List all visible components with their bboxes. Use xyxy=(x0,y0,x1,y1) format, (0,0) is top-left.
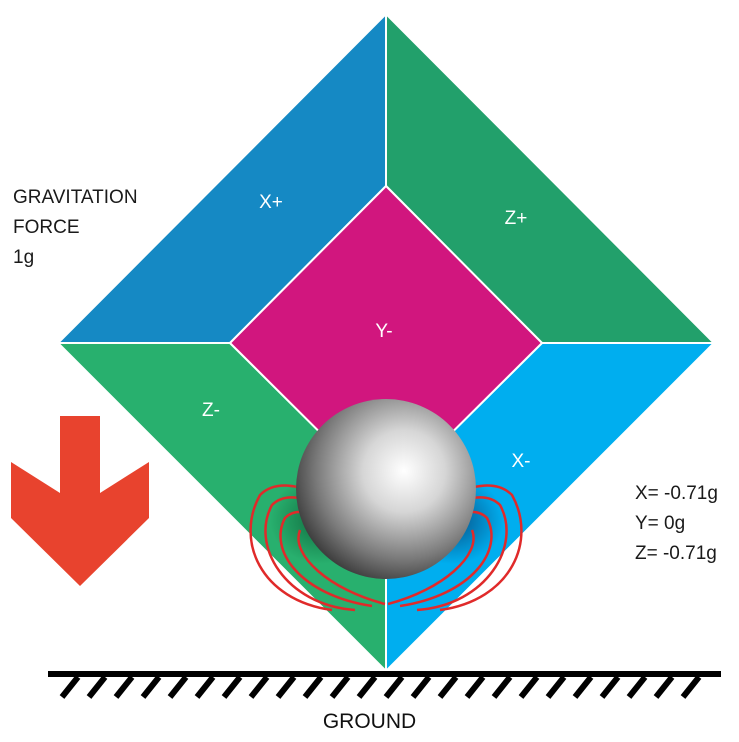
face-label-z-plus: Z+ xyxy=(505,208,528,229)
ground-hatch-mark xyxy=(302,675,324,699)
face-label-x-minus: X- xyxy=(512,451,531,472)
ground-hatch-mark xyxy=(383,675,405,699)
ground-hatch-mark xyxy=(248,675,270,699)
ground-hatch-mark xyxy=(464,675,486,699)
ground-hatch-mark xyxy=(221,675,243,699)
ground-hatch-mark xyxy=(410,675,432,699)
ground-hatch-mark xyxy=(167,675,189,699)
ground-hatch-mark xyxy=(275,675,297,699)
face-label-z-minus: Z- xyxy=(202,400,220,421)
ground-hatch-mark xyxy=(356,675,378,699)
ground-label: GROUND xyxy=(322,710,417,733)
ground-hatch-mark xyxy=(545,675,567,699)
gravitation-force-label: GRAVITATION FORCE 1g xyxy=(13,183,138,273)
ground-hatch-mark xyxy=(653,675,675,699)
ground-hatch-mark xyxy=(329,675,351,699)
ground-hatch-mark xyxy=(140,675,162,699)
gravitation-line-2: FORCE xyxy=(13,217,80,238)
reading-z: Z= -0.71g xyxy=(635,543,717,564)
down-arrow-icon xyxy=(11,416,149,586)
ground-hatch-mark xyxy=(113,675,135,699)
ground-hatch-mark xyxy=(491,675,513,699)
ground-hatch-mark xyxy=(194,675,216,699)
ground-hatch-mark xyxy=(572,675,594,699)
ground-hatch-mark xyxy=(437,675,459,699)
ground-hatch-mark xyxy=(680,675,702,699)
gravitation-line-3: 1g xyxy=(13,247,35,268)
acceleration-readings: X= -0.71g Y= 0g Z= -0.71g xyxy=(635,479,718,569)
ground-hatch-mark xyxy=(599,675,621,699)
ground-hatch-mark xyxy=(518,675,540,699)
reading-x: X= -0.71g xyxy=(635,483,718,504)
face-label-y-minus: Y- xyxy=(375,321,392,342)
ground-hatch-mark xyxy=(86,675,108,699)
gravitation-line-1: GRAVITATION xyxy=(13,187,138,208)
ground-hatch-mark xyxy=(626,675,648,699)
reading-y: Y= 0g xyxy=(635,513,686,534)
ground-hatch-mark xyxy=(59,675,81,699)
hatched-ground-icon xyxy=(48,671,721,699)
sphere-icon xyxy=(296,399,476,579)
face-label-x-plus: X+ xyxy=(259,192,283,213)
